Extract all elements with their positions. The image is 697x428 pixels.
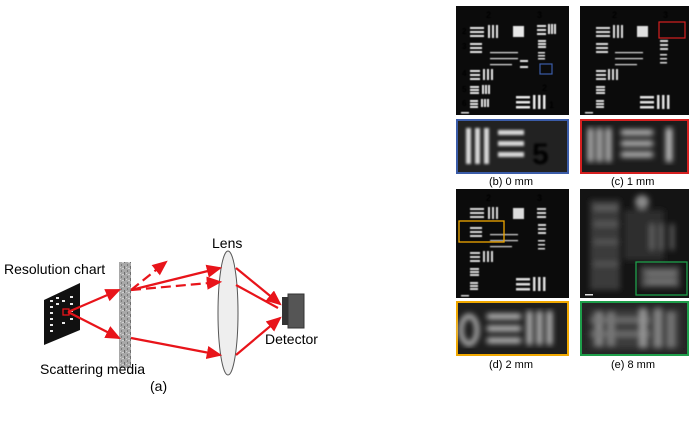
resolution-chart-target: [44, 283, 80, 345]
chart-number: 4: [462, 69, 467, 78]
lens-label: Lens: [212, 235, 242, 251]
svg-text:2: 2: [486, 193, 491, 203]
ray-scattered-up: [130, 260, 168, 291]
panel-d-main-image: 2 3: [456, 189, 569, 298]
panel-c-zoom-inset: [580, 119, 689, 174]
ray-media-to-lens-lower: [130, 336, 223, 360]
panel-b: 2 3 2 3 4 5 6: [456, 6, 569, 188]
panel-e-zoom-inset: [580, 301, 689, 356]
ray-lens-to-detector-lower: [235, 316, 282, 356]
optical-setup: Resolution chart Lens Detector Scatterin…: [4, 235, 318, 394]
chart-number: 3: [462, 42, 467, 51]
ray-media-to-lens-upper: [130, 264, 223, 292]
ray-lens-to-detector-mid: [235, 284, 279, 309]
chart-number: 6: [462, 99, 467, 108]
panel-d: 2 3: [456, 189, 569, 371]
panel-a-label: (a): [150, 378, 167, 394]
chart-number: 1: [549, 100, 554, 110]
ray-lens-to-detector-upper: [235, 267, 282, 306]
scattering-media-slab: [119, 262, 131, 368]
detector-label: Detector: [265, 331, 318, 347]
chart-number: 5: [532, 138, 549, 171]
panel-b-caption: (b) 0 mm: [489, 176, 533, 188]
svg-text:3: 3: [537, 193, 542, 203]
chart-number: 2: [486, 10, 491, 20]
svg-text:3: 3: [663, 10, 668, 20]
panel-e: (e) 8 mm: [580, 189, 689, 371]
panel-d-zoom-inset: [456, 301, 569, 356]
chart-number: 2: [462, 27, 467, 36]
panel-c-main-image: 2 3: [580, 6, 689, 115]
panel-b-zoom-inset: 5: [456, 119, 569, 174]
panel-d-caption: (d) 2 mm: [489, 359, 533, 371]
scattering-media-label: Scattering media: [40, 361, 145, 377]
panel-b-main-image: 2 3 2 3 4 5 6: [456, 6, 569, 115]
panel-e-main-image: [580, 189, 689, 298]
resolution-chart-label: Resolution chart: [4, 261, 105, 277]
detector-shape: [282, 293, 305, 329]
ray-chart-to-media-upper: [67, 288, 122, 314]
lens-shape: [217, 250, 239, 376]
chart-number: 2: [542, 83, 547, 93]
panel-c-caption: (c) 1 mm: [611, 176, 654, 188]
chart-number: 5: [462, 85, 467, 94]
ray-chart-to-media-lower: [67, 311, 121, 339]
panel-c: 2 3: [580, 6, 689, 188]
panel-e-caption: (e) 8 mm: [611, 359, 655, 371]
chart-number: 3: [537, 10, 542, 20]
svg-text:2: 2: [612, 10, 617, 20]
